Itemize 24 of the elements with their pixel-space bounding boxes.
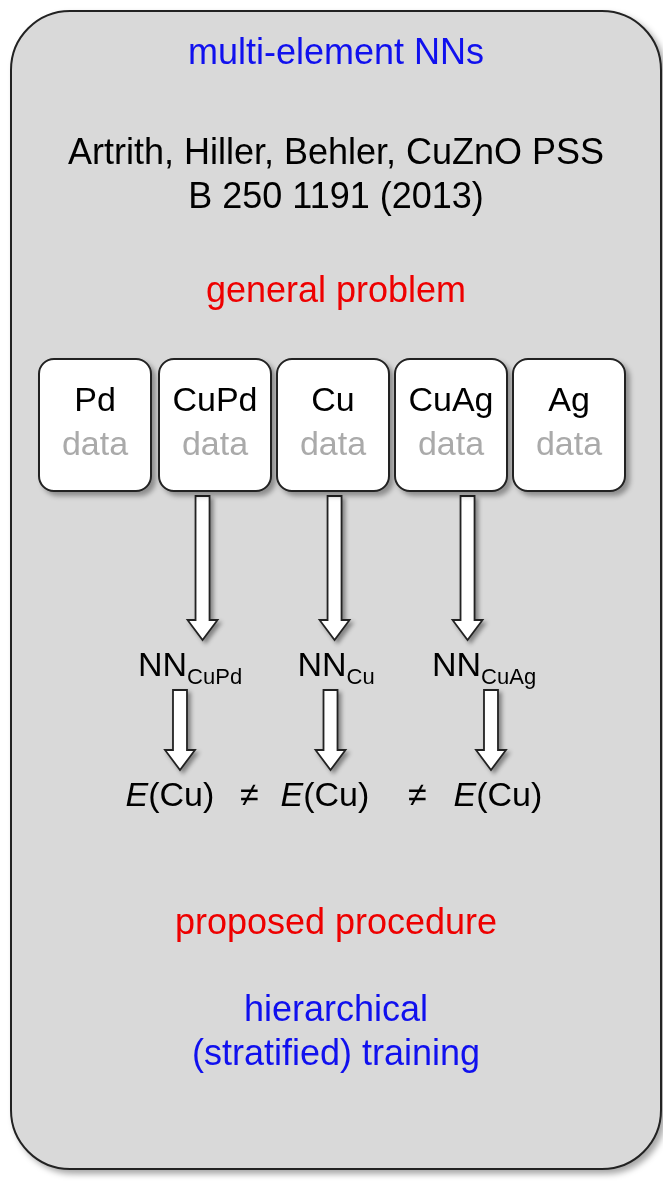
data-box: CuAg data: [394, 358, 508, 492]
text: hierarchical (stratified) training: [190, 987, 482, 1075]
data-box: Ag data: [512, 358, 626, 492]
text: proposed procedure: [173, 900, 499, 944]
slide-panel: [10, 10, 662, 1170]
network-label: NN$_{Cu}$: [297, 642, 375, 686]
data-box: Pd data: [38, 358, 152, 492]
not-equal-sign: ≠: [240, 774, 259, 815]
block-arrow: [163, 689, 197, 772]
network-label: NN$_{CuPd}$: [138, 642, 243, 686]
text: general problem: [204, 268, 468, 312]
block-arrow: [313, 689, 348, 772]
block-arrow: [317, 495, 352, 642]
heading: multi-element NNs: [186, 30, 486, 74]
not-equal-sign: ≠: [408, 774, 427, 815]
energy-label: E(Cu): [453, 772, 543, 816]
energy-label: E(Cu): [125, 772, 215, 816]
energy-label: E(Cu): [280, 772, 370, 816]
data-box: CuPd data: [158, 358, 272, 492]
text: Artrith, Hiller, Behler, CuZnO PSS B 250 1191 (2013): [66, 130, 606, 218]
data-box: Cu data: [276, 358, 390, 492]
block-arrow: [185, 495, 220, 642]
block-arrow: [474, 689, 508, 772]
block-arrow: [450, 495, 485, 642]
